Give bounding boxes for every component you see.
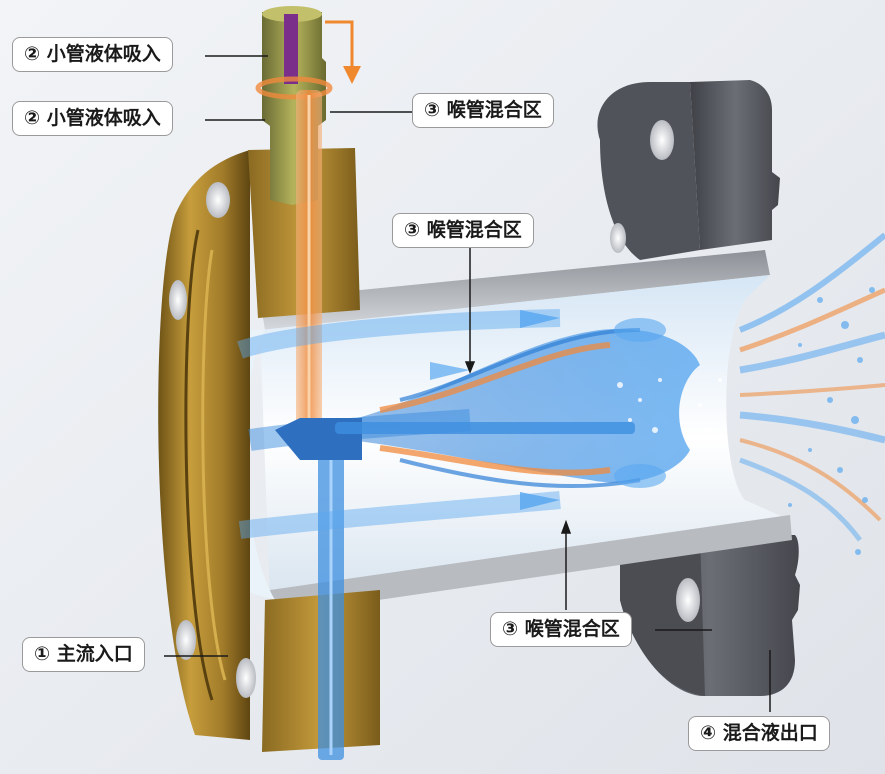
inner-tube — [284, 14, 298, 84]
leader-lines — [164, 55, 771, 712]
callout-mixed-outlet: ④ 混合液出口 — [688, 716, 830, 751]
bolt-hole — [169, 280, 187, 320]
callout-throat-mixing-mid: ③ 喉管混合区 — [392, 213, 534, 248]
suction-flow-tube — [296, 90, 322, 450]
callout-small-pipe-inlet-1: ② 小管液体吸入 — [12, 37, 173, 72]
outlet-flange — [597, 80, 800, 696]
bolt-hole — [676, 578, 700, 622]
bolt-hole — [176, 620, 196, 660]
callout-throat-mixing-bottom: ③ 喉管混合区 — [490, 612, 632, 647]
callout-main-inlet: ① 主流入口 — [22, 637, 145, 672]
orange-down-arrow-icon — [325, 20, 361, 84]
callout-small-pipe-inlet-2: ② 小管液体吸入 — [12, 101, 173, 136]
bolt-hole — [236, 658, 256, 698]
callout-throat-mixing-top: ③ 喉管混合区 — [412, 93, 554, 128]
bolt-hole — [610, 223, 626, 253]
jet-nozzle — [275, 418, 635, 460]
outlet-spray — [738, 232, 885, 555]
main-inlet-pipe — [318, 440, 344, 760]
bolt-hole — [650, 120, 674, 160]
bolt-hole — [206, 182, 230, 218]
mixing-plume — [350, 318, 722, 489]
